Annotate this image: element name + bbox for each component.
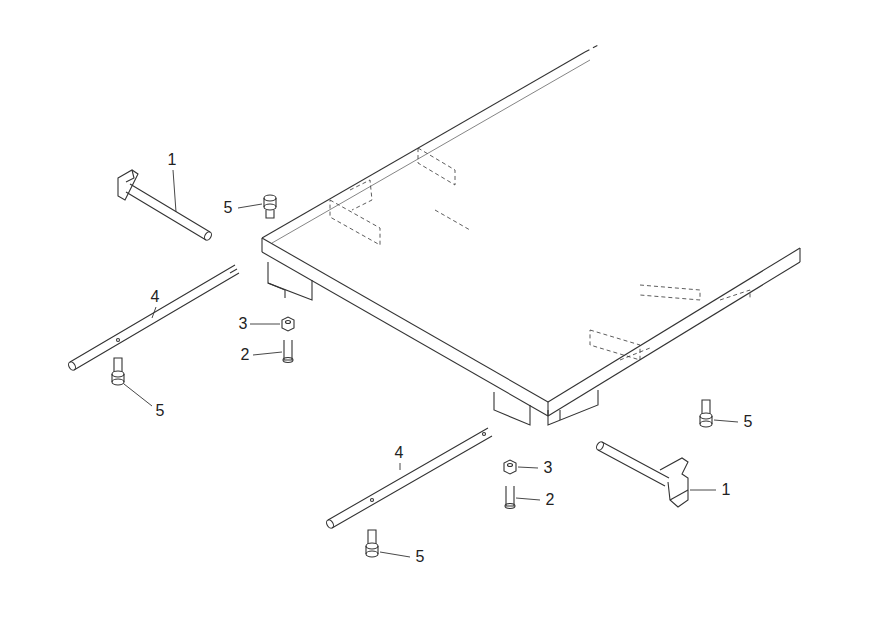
shaft (325, 428, 492, 529)
handle-rod (118, 170, 213, 241)
callout-number: 3 (238, 316, 249, 332)
bolt (283, 340, 515, 509)
callout-number: 5 (155, 403, 166, 419)
callout-number: 5 (743, 414, 754, 430)
callout-number: 1 (167, 152, 178, 168)
callout-number: 1 (721, 482, 732, 498)
handle-rod (595, 441, 688, 507)
callout-number: 4 (394, 445, 405, 461)
tray (262, 44, 800, 425)
callout-number: 5 (415, 549, 426, 565)
callout-number: 4 (150, 289, 161, 305)
leader-lines (124, 170, 738, 557)
shaft (67, 265, 239, 371)
nut (282, 317, 516, 474)
screw (112, 195, 712, 557)
callout-number: 5 (223, 200, 234, 216)
callout-number: 2 (240, 347, 251, 363)
callout-number: 2 (545, 492, 556, 508)
callout-number: 3 (543, 460, 554, 476)
